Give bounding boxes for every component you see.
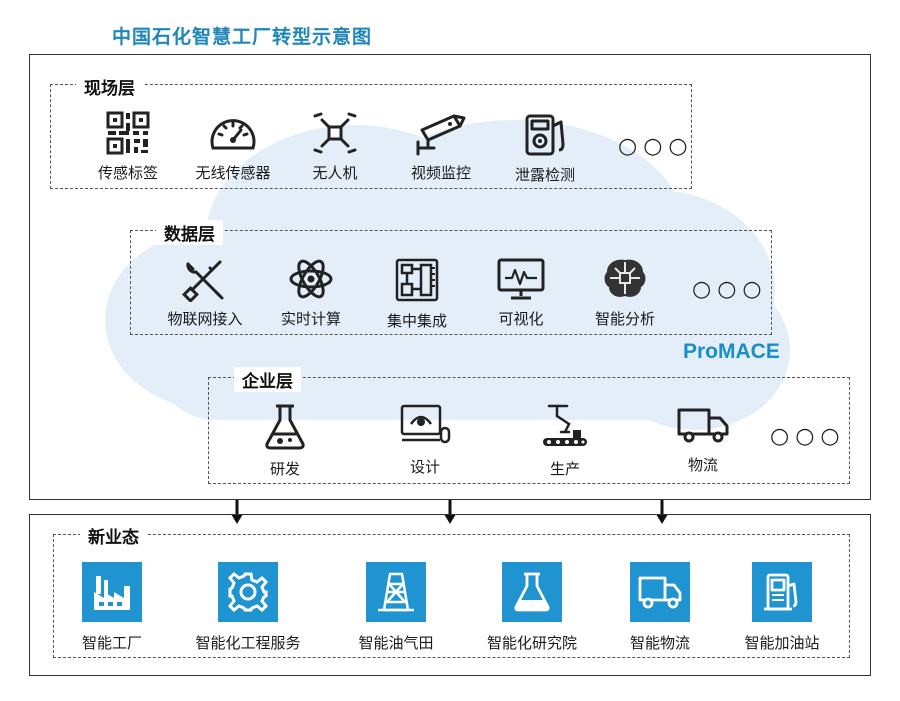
enterprise-item-label: 研发 xyxy=(269,460,300,478)
arrow-down-icon xyxy=(656,500,668,524)
biz-item-label: 智能化研究院 xyxy=(486,634,577,652)
field-item-label: 泄露检测 xyxy=(514,166,575,184)
data-item-label: 物联网接入 xyxy=(167,310,243,328)
biz-item-smart-research: 智能化研究院 xyxy=(462,562,602,653)
biz-item-label: 智能油气田 xyxy=(358,634,434,652)
enterprise-layer-label: 企业层 xyxy=(234,367,301,392)
robot-arm-icon xyxy=(543,404,587,446)
biz-item-smart-engineering: 智能化工程服务 xyxy=(178,562,318,653)
new-business-label: 新业态 xyxy=(80,523,147,548)
field-item-sensor-tag: 传感标签 xyxy=(73,110,183,183)
fuel-pump-icon xyxy=(764,573,798,611)
data-item-label: 实时计算 xyxy=(280,310,341,328)
biz-item-smart-logistics: 智能物流 xyxy=(590,562,730,653)
field-layer-label: 现场层 xyxy=(76,74,143,99)
biz-item-label: 智能物流 xyxy=(629,634,690,652)
biz-item-label: 智能工厂 xyxy=(81,634,142,652)
field-item-label: 无人机 xyxy=(312,164,358,182)
field-item-wireless-sensor: 无线传感器 xyxy=(178,110,288,183)
field-layer xyxy=(50,84,692,189)
enterprise-item-logistics: 物流 xyxy=(648,402,758,475)
flask-icon xyxy=(514,572,550,612)
data-layer-more: ○○○ xyxy=(692,277,768,302)
new-business-layer xyxy=(53,534,850,658)
data-item-visualization: 可视化 xyxy=(466,256,576,329)
field-item-leak-detection: 泄露检测 xyxy=(490,110,600,185)
brain-chip-icon xyxy=(604,259,646,297)
enterprise-layer xyxy=(208,377,850,484)
biz-item-smart-oilfield: 智能油气田 xyxy=(326,562,466,653)
data-item-iot-access: 物联网接入 xyxy=(150,256,260,329)
data-item-label: 智能分析 xyxy=(594,310,655,328)
enterprise-item-label: 生产 xyxy=(549,460,580,478)
field-item-label: 视频监控 xyxy=(410,164,471,182)
data-layer xyxy=(130,230,772,335)
diagram-title: 中国石化智慧工厂转型示意图 xyxy=(112,26,373,48)
factory-icon xyxy=(94,576,130,610)
data-item-smart-analysis: 智能分析 xyxy=(570,256,680,329)
biz-item-smart-factory: 智能工厂 xyxy=(42,562,182,653)
field-item-label: 无线传感器 xyxy=(195,164,271,182)
data-item-label: 可视化 xyxy=(498,310,544,328)
atom-icon xyxy=(289,259,333,299)
field-item-label: 传感标签 xyxy=(97,164,158,182)
enterprise-layer-more: ○○○ xyxy=(770,424,846,449)
truck-icon xyxy=(677,408,729,443)
field-item-drone: 无人机 xyxy=(280,110,390,183)
leak-detector-icon xyxy=(525,114,565,156)
gauge-icon xyxy=(210,119,256,150)
top-frame xyxy=(29,54,871,500)
biz-item-label: 智能化工程服务 xyxy=(195,634,301,652)
data-item-realtime-compute: 实时计算 xyxy=(256,256,366,329)
brand-label: ProMACE xyxy=(683,340,780,363)
data-item-centralized-integration: 集中集成 xyxy=(362,256,472,331)
data-item-label: 集中集成 xyxy=(386,312,447,330)
field-layer-more: ○○○ xyxy=(618,134,694,159)
drone-icon xyxy=(313,112,357,154)
arrow-down-icon xyxy=(444,500,456,524)
tools-icon xyxy=(182,260,224,302)
bottom-frame xyxy=(29,514,871,676)
gear-icon xyxy=(227,571,269,613)
cctv-camera-icon xyxy=(416,114,466,156)
biz-item-label: 智能加油站 xyxy=(744,634,820,652)
data-layer-label: 数据层 xyxy=(156,220,223,245)
enterprise-item-label: 物流 xyxy=(687,456,718,474)
arrow-down-icon xyxy=(231,500,243,524)
truck-icon xyxy=(638,576,682,609)
enterprise-item-rd: 研发 xyxy=(230,402,340,479)
oil-derrick-icon xyxy=(378,572,414,612)
biz-item-smart-gas-station: 智能加油站 xyxy=(712,562,852,653)
enterprise-item-design: 设计 xyxy=(370,402,480,477)
enterprise-item-label: 设计 xyxy=(409,458,440,476)
cloud-background xyxy=(105,120,790,430)
design-screen-icon xyxy=(400,404,451,444)
monitor-chart-icon xyxy=(497,258,545,300)
circuit-board-icon xyxy=(395,258,439,302)
qr-code-icon xyxy=(106,111,150,155)
field-item-video-surveillance: 视频监控 xyxy=(386,110,496,183)
enterprise-item-production: 生产 xyxy=(510,402,620,479)
flask-icon xyxy=(265,404,305,450)
